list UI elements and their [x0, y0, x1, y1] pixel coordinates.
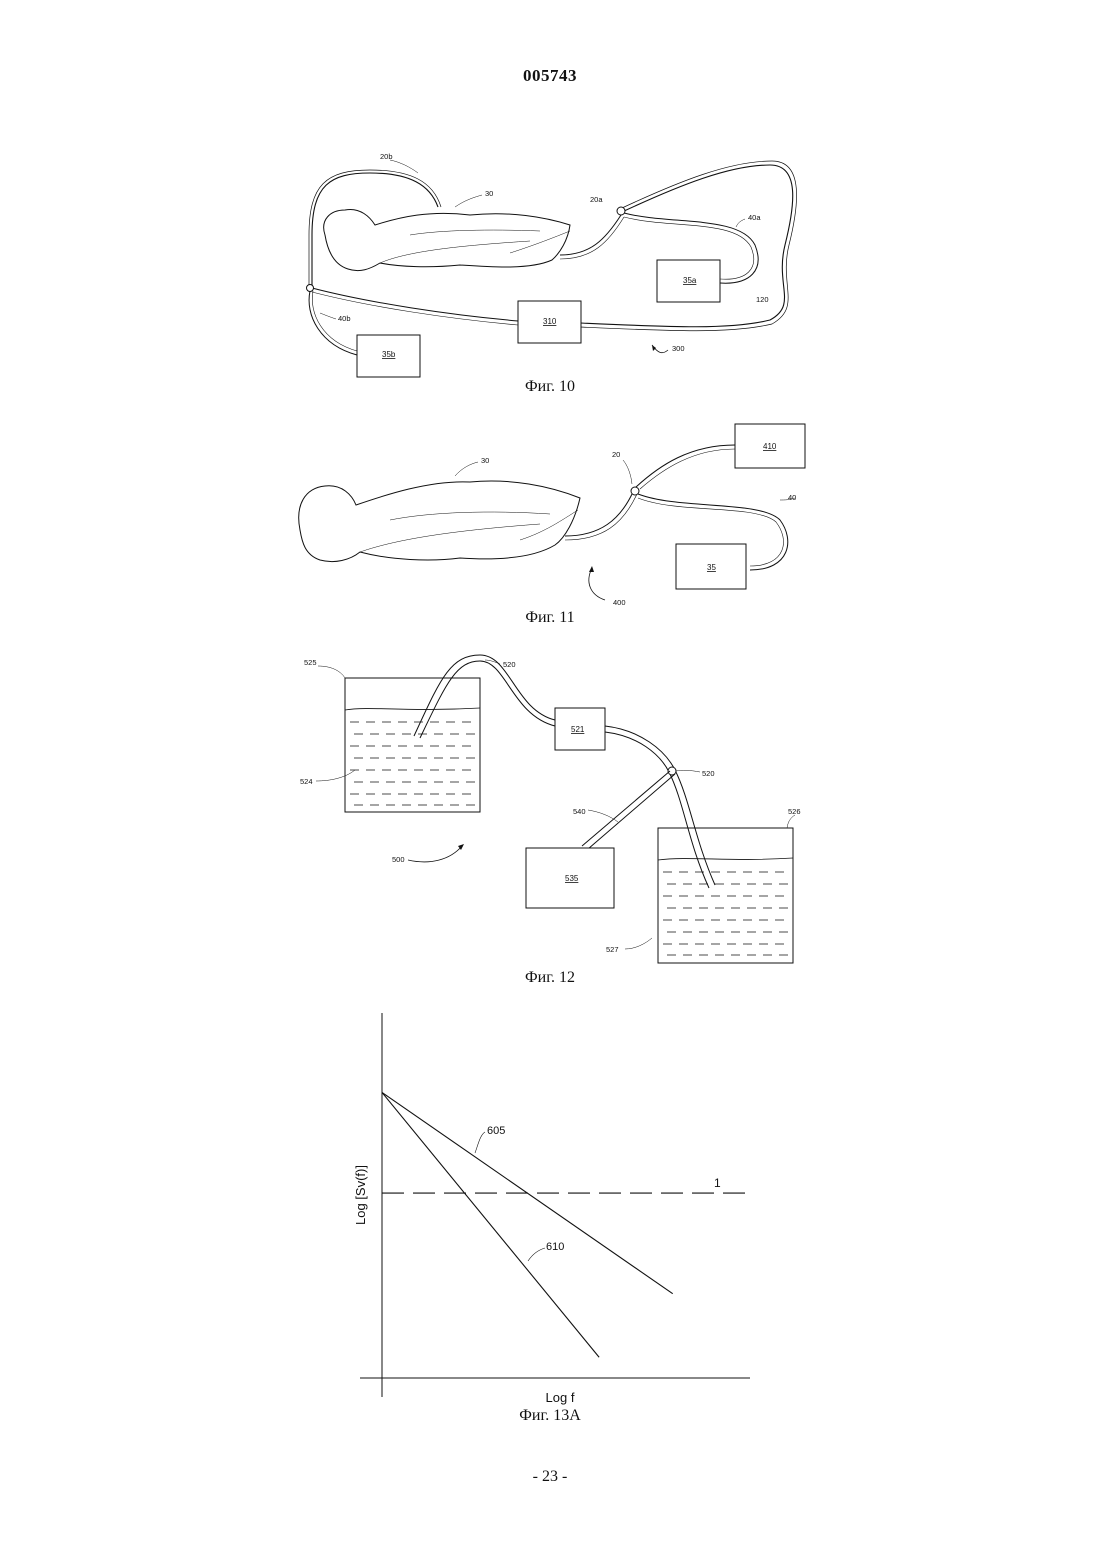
- series-label-610: 610: [546, 1241, 564, 1253]
- fig12-label-526: 526: [788, 807, 801, 816]
- figure-12-drawing: 525 520 524 521 520 540 526 500 535 527: [290, 650, 830, 970]
- fig10-box-35a: 35a: [683, 276, 697, 285]
- fig11-label-400: 400: [613, 598, 626, 607]
- figure-10-drawing: 20b 30 20a 40a 35a 120 40b 35b 310 300: [290, 145, 830, 390]
- fig12-label-540: 540: [573, 807, 586, 816]
- fig11-box-410: 410: [763, 442, 777, 451]
- figure-11-caption: Фиг. 11: [0, 609, 1100, 627]
- fig10-label-30: 30: [485, 189, 493, 198]
- fig11-label-30: 30: [481, 456, 489, 465]
- document-number: 005743: [0, 66, 1100, 86]
- fig10-label-20a: 20a: [590, 195, 603, 204]
- fig12-box-521: 521: [571, 725, 585, 734]
- fig12-label-520-joint: 520: [702, 769, 715, 778]
- fig10-label-40a: 40a: [748, 213, 761, 222]
- series-label-605: 605: [487, 1125, 505, 1137]
- figure-12-caption: Фиг. 12: [0, 969, 1100, 987]
- fig12-label-520-top: 520: [503, 660, 516, 669]
- fig10-label-40b: 40b: [338, 314, 351, 323]
- fig12-label-527: 527: [606, 945, 619, 954]
- figure-10-caption: Фиг. 10: [0, 378, 1100, 396]
- fig12-label-500: 500: [392, 855, 405, 864]
- fig11-box-35: 35: [707, 563, 716, 572]
- fig10-label-120: 120: [756, 295, 769, 304]
- fig11-label-20: 20: [612, 450, 620, 459]
- fig10-box-35b: 35b: [382, 350, 396, 359]
- figure-13a-chart: Log f Log [Sv(f)] 605 610 1: [340, 1005, 770, 1415]
- fig11-label-40: 40: [788, 493, 796, 502]
- fig10-box-310: 310: [543, 317, 557, 326]
- fig10-label-20b: 20b: [380, 152, 393, 161]
- fig10-label-300: 300: [672, 344, 685, 353]
- y-axis-label: Log [Sv(f)]: [353, 1165, 368, 1225]
- fig12-label-525: 525: [304, 658, 317, 667]
- figure-11-drawing: 30 20 410 40 35 400: [290, 420, 830, 615]
- fig12-label-524: 524: [300, 777, 313, 786]
- page-number: - 23 -: [0, 1468, 1100, 1486]
- fig12-box-535: 535: [565, 874, 579, 883]
- x-axis-label: Log f: [546, 1390, 575, 1405]
- figure-13a-caption: Фиг. 13А: [0, 1407, 1100, 1425]
- series-label-1: 1: [714, 1176, 721, 1190]
